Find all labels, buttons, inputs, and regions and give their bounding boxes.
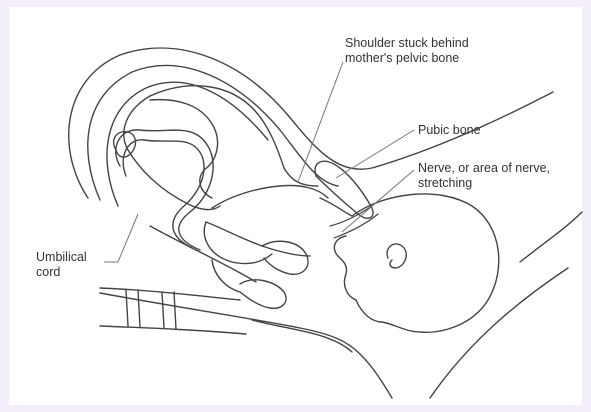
baby-hand <box>262 241 308 274</box>
pubic-bone <box>315 161 373 218</box>
maternal-back-contour <box>150 226 256 282</box>
baby-buttocks <box>124 96 150 150</box>
label-nerve: Nerve, or area of nerve, stretching <box>418 161 550 191</box>
baby-second-hand <box>240 280 286 308</box>
label-umbilical-line-1: Umbilical <box>36 250 87 265</box>
baby-lower-leg <box>128 150 220 210</box>
label-umbilical-line-2: cord <box>36 265 87 280</box>
label-umbilical-cord: Umbilical cord <box>36 250 87 280</box>
leader-pubic <box>336 130 414 178</box>
umbilical-cord-inner <box>123 140 204 248</box>
baby-forearm <box>204 222 272 264</box>
baby-neck <box>320 198 352 216</box>
label-nerve-line-2: stretching <box>418 176 550 191</box>
spine-segment <box>174 292 176 329</box>
label-shoulder-line-1: Shoulder stuck behind <box>345 36 469 51</box>
baby-ear <box>387 244 406 268</box>
maternal-thigh-bottom <box>100 326 246 334</box>
spine-segment <box>162 292 164 328</box>
baby-face <box>334 236 356 300</box>
label-pubic-line-1: Pubic bone <box>418 123 481 138</box>
leader-umbilical <box>104 214 138 262</box>
baby-torso <box>212 186 328 209</box>
maternal-lower-right <box>430 268 568 398</box>
maternal-thigh-top <box>100 288 240 300</box>
baby-thigh <box>150 100 218 170</box>
spine-segment <box>138 290 140 327</box>
maternal-lower-contour <box>100 293 392 398</box>
maternal-abdomen-contour <box>520 212 582 262</box>
label-nerve-line-1: Nerve, or area of nerve, <box>418 161 550 176</box>
baby-head <box>352 194 499 332</box>
leader-shoulder <box>298 62 343 182</box>
birth-canal-lower <box>252 320 352 352</box>
label-shoulder-line-2: mother's pelvic bone <box>345 51 469 66</box>
label-pubic-bone: Pubic bone <box>418 123 481 138</box>
spine-segment <box>126 290 128 326</box>
baby-arm <box>206 222 310 256</box>
label-shoulder: Shoulder stuck behind mother's pelvic bo… <box>345 36 469 66</box>
